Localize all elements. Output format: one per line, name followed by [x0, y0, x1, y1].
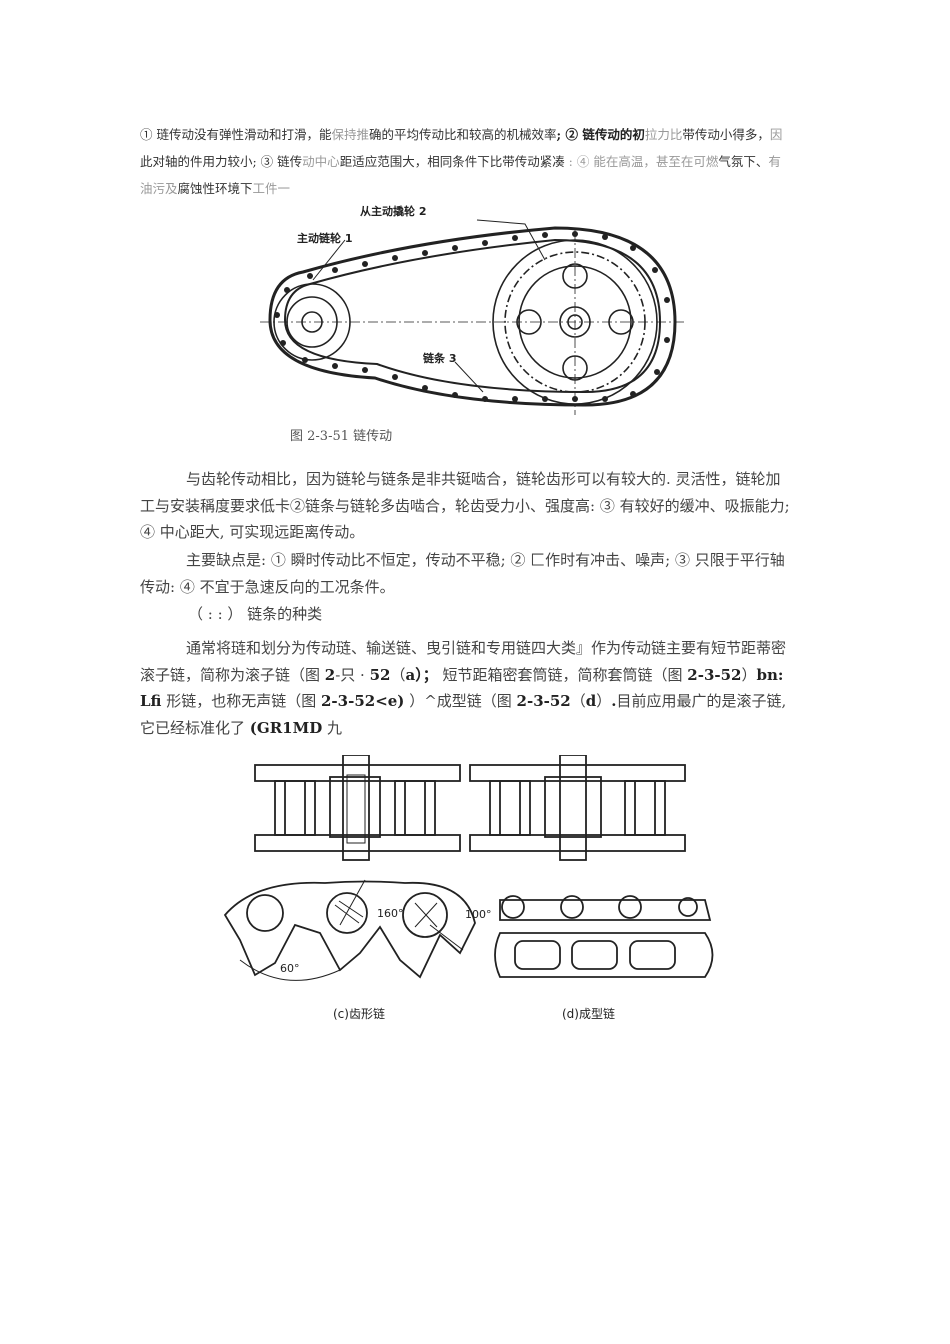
chain-types-paragraph: 通常将琏和划分为传动琏、输送链、曳引链和专用链四大类』作为传动链主要有短节距蒂密…	[140, 639, 787, 737]
chain-types-figure: 60° 160° 100° (c)齿形链 (d)成型链	[215, 754, 725, 1025]
advantages-paragraph: 与齿轮传动相比，因为链轮与链条是非共铤啮合，链轮齿形可以有较大的. 灵活性，链轮…	[140, 470, 790, 541]
formed-chain-caption: (d)成型链	[562, 1007, 615, 1021]
driving-sprocket-label: 主动链轮 1	[297, 232, 353, 245]
angle-100-label: 100°	[465, 908, 492, 921]
angle-60-label: 60°	[280, 962, 300, 975]
section-heading: （ : : ） 链条的种类	[188, 605, 323, 623]
chain-label: 链条 3	[423, 352, 457, 365]
disadvantages-paragraph: 主要缺点是: ① 瞬时传动比不恒定，传动不平稳; ② 匚作时有冲击、噪声; ③ …	[140, 551, 785, 596]
chain-drive-figure: 从主动撬轮 2 主动链轮 1 链条 3	[255, 200, 695, 430]
toothed-chain-caption: (c)齿形链	[333, 1007, 385, 1021]
figure1-caption: 图 2-3-51 链传动	[290, 429, 393, 444]
chain-types-drawing	[223, 754, 714, 981]
driven-sprocket-label: 从主动撬轮 2	[360, 205, 427, 218]
chain-drive-drawing	[260, 219, 685, 415]
intro-paragraph: ① 琏传动没有弹性滑动和打滑，能保持推确的平均传动比和较高的机械效率; ② 链传…	[140, 127, 783, 196]
angle-160-label: 160°	[377, 907, 404, 920]
